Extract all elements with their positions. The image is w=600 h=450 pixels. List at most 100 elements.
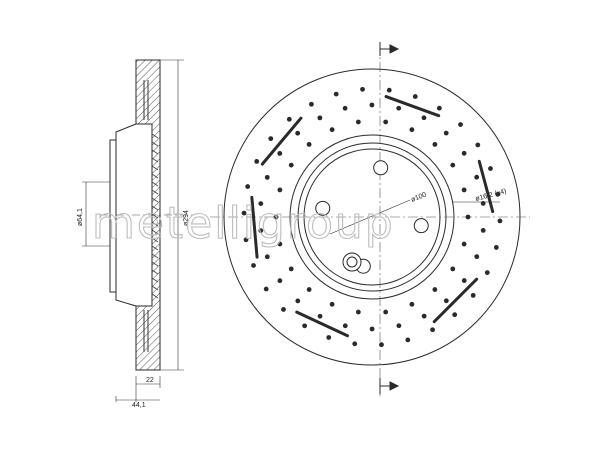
drill-holes [241, 86, 503, 348]
drill-hole [452, 312, 458, 318]
bolt-hole [315, 200, 331, 216]
drill-hole [450, 162, 456, 168]
slot [250, 195, 259, 259]
drill-hole [443, 130, 449, 136]
bolt-hole [373, 160, 389, 176]
drill-hole [360, 86, 365, 92]
drill-hole [461, 241, 467, 247]
drill-hole [369, 326, 375, 332]
drill-hole [497, 218, 503, 224]
drill-hole [450, 266, 456, 272]
pcd-label: ø100 [410, 191, 428, 204]
drill-hole [383, 119, 389, 125]
drill-hole [461, 278, 467, 283]
drill-hole [241, 210, 247, 216]
drill-hole [409, 301, 415, 307]
drill-hole [475, 142, 481, 148]
drill-hole [488, 166, 493, 171]
hub-rib [151, 261, 159, 267]
drill-hole [386, 87, 392, 93]
slot [384, 95, 441, 118]
height-label: 44,1 [132, 402, 146, 409]
dimension-lines [82, 59, 184, 402]
locator-hole-inner [346, 256, 358, 268]
drill-hole [412, 94, 418, 99]
drill-hole [383, 309, 389, 315]
drill-hole [288, 162, 294, 168]
drill-hole [480, 228, 486, 233]
drill-hole [421, 313, 427, 319]
drill-hole [317, 115, 323, 121]
drill-hole [480, 201, 486, 206]
hub-rib [151, 181, 159, 187]
drill-hole [409, 127, 415, 133]
drill-hole [474, 254, 480, 260]
slot [295, 310, 350, 338]
bore-dimension-label: ø64,1 [77, 208, 84, 226]
hub-rib [151, 277, 159, 283]
drill-hole [258, 201, 264, 206]
thickness-label: 22 [146, 377, 154, 384]
hub-flange [109, 139, 116, 293]
section-arrow-top [379, 42, 400, 56]
hub-rib [151, 237, 159, 243]
drill-hole [461, 187, 467, 193]
drill-hole [302, 323, 308, 329]
drill-hole [495, 191, 501, 197]
hub-rib [151, 293, 159, 299]
slot [432, 277, 479, 324]
drill-hole [443, 298, 449, 304]
drill-hole [484, 270, 490, 276]
slot [477, 159, 495, 214]
drill-hole [470, 292, 476, 298]
drill-hole [326, 335, 332, 340]
drill-hole [295, 130, 301, 136]
drill-hole [432, 287, 438, 292]
drill-hole [288, 266, 294, 272]
drill-hole [432, 142, 438, 147]
drill-hole [286, 116, 292, 122]
hub-rib [151, 229, 159, 235]
hub-rib [151, 173, 159, 179]
drill-hole [405, 337, 411, 343]
drill-hole [352, 341, 358, 347]
drill-hole [421, 115, 427, 121]
hub-rib [151, 141, 159, 147]
drill-hole [243, 237, 249, 243]
front-view [210, 42, 530, 398]
drill-hole [342, 105, 348, 111]
drill-hole [254, 158, 260, 164]
drill-hole [436, 105, 442, 111]
hub-rib [151, 189, 159, 195]
watermark-text: metelligroup [92, 198, 395, 249]
drill-hole [379, 342, 384, 348]
section-arrow-bottom [379, 378, 400, 394]
drill-hole [273, 214, 279, 220]
slot [260, 116, 303, 166]
hub-rib [151, 269, 159, 275]
bolt-holes [315, 160, 429, 274]
drill-hole [355, 119, 361, 125]
drill-hole [333, 91, 339, 97]
drill-hole [396, 105, 402, 111]
drill-hole [430, 327, 435, 333]
drill-hole [317, 313, 323, 319]
hub-rib [151, 221, 159, 227]
drill-hole [465, 214, 471, 220]
drill-hole [461, 150, 467, 156]
hub-rib [151, 165, 159, 171]
drill-hole [306, 287, 312, 292]
hub-rib [151, 245, 159, 251]
drill-hole [281, 307, 286, 312]
drill-hole [306, 142, 312, 147]
pcd-leader [329, 199, 411, 235]
drill-hole [277, 151, 283, 156]
hub-rib [151, 205, 159, 211]
hub-rib [151, 197, 159, 203]
drill-hole [329, 301, 335, 307]
drill-hole [277, 187, 283, 193]
hub-ribs [151, 133, 159, 299]
drill-hole [474, 174, 480, 180]
drill-hole [277, 278, 283, 284]
